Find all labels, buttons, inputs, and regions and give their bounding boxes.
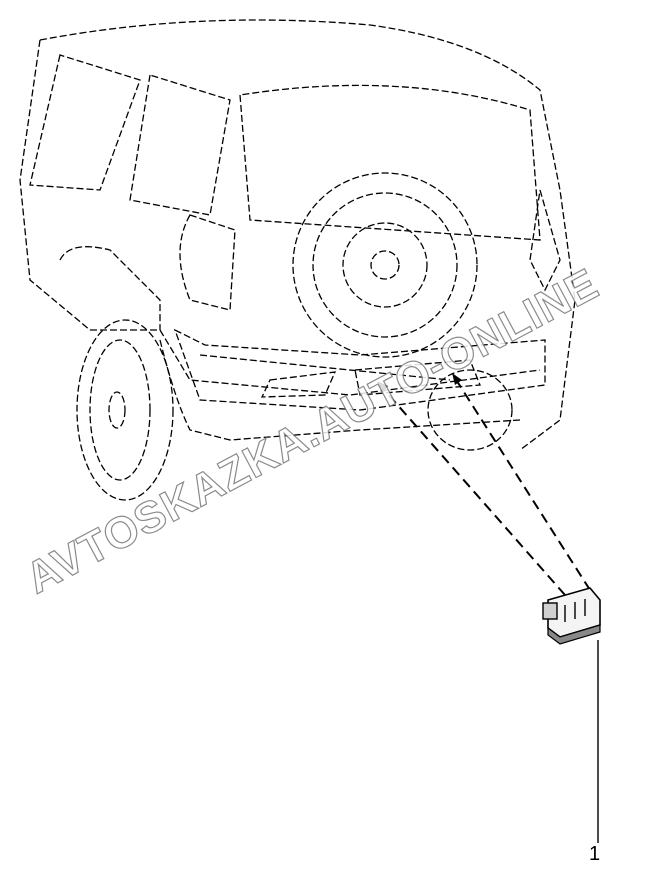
- arrow-head: [377, 381, 388, 392]
- callout-number: 1: [589, 843, 601, 865]
- license-plate-lamp: [542, 587, 601, 645]
- pointer-lines: [377, 373, 591, 596]
- rear-wheel: [76, 319, 513, 501]
- arrow-head: [452, 373, 462, 385]
- spare-wheel: [292, 172, 478, 358]
- vehicle-body: [19, 19, 576, 451]
